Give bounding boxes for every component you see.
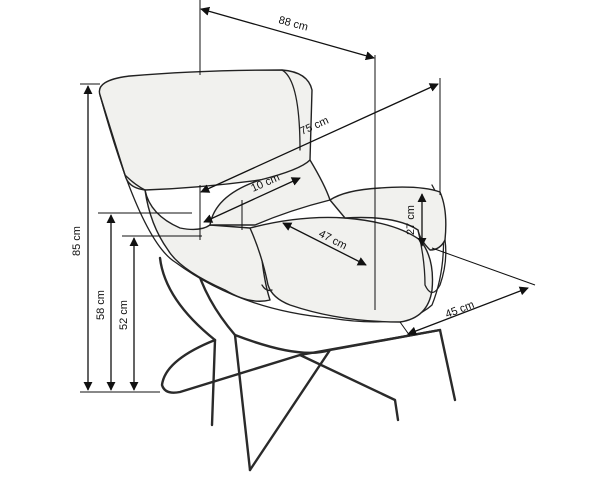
dimension-seat-height: 52 cm [118, 235, 202, 391]
label-total-height: 85 cm [71, 226, 83, 256]
dimension-armrest-total-height: 58 cm [95, 212, 192, 391]
label-armrest-height-above-seat: 27 cm [405, 205, 417, 235]
chair-illustration [98, 69, 457, 472]
label-armrest-height: 58 cm [95, 290, 107, 320]
dimension-armrest-height: 27 cm [405, 193, 427, 247]
left-armrest [144, 189, 271, 302]
label-seat-width: 45 cm [444, 299, 476, 321]
backrest-cushion [98, 69, 313, 191]
chair-shell [99, 94, 445, 323]
label-width: 88 cm [277, 14, 309, 33]
dimension-total-height: 85 cm [71, 83, 160, 393]
label-seat-height: 52 cm [118, 300, 130, 330]
